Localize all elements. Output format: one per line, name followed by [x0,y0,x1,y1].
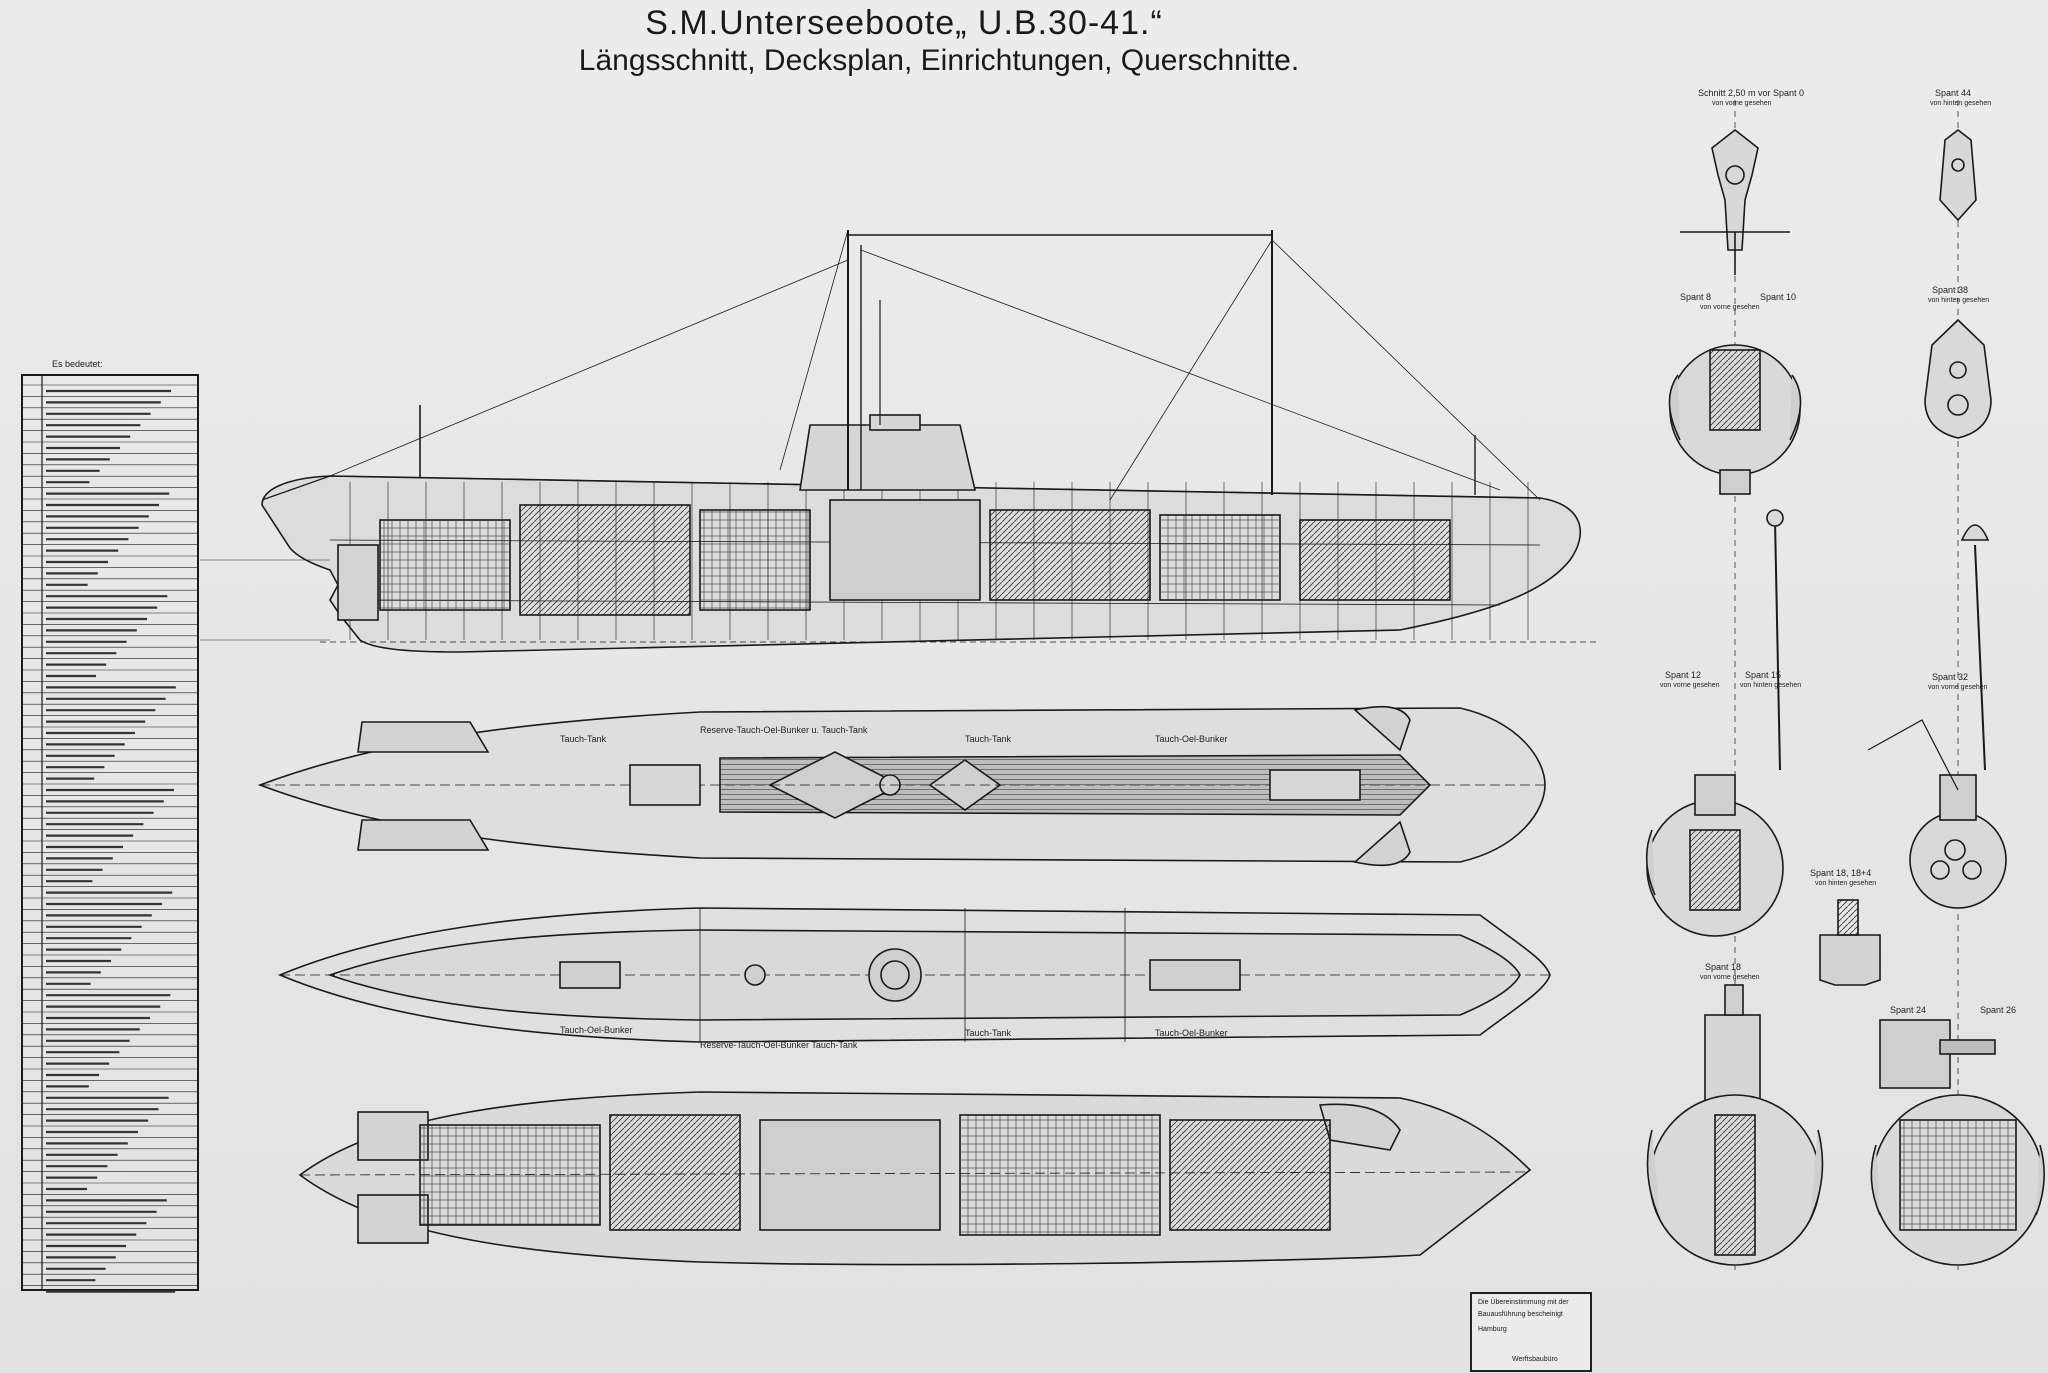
deck-label-top-4: Tauch-Oel-Bunker [1155,734,1228,744]
section-sublabel-bow: von vorne gesehen [1712,100,1772,107]
section-sublabel-spant-32: von vorne gesehen [1928,684,1988,691]
section-sublabel-spant-8: von vorne gesehen [1700,304,1760,311]
section-sublabel-spant-38: von hinten gesehen [1928,297,1990,304]
section-sublabel-spant-18-18x: von hinten gesehen [1815,880,1877,887]
longitudinal-section [200,229,1600,653]
section-label-spant-32: Spant 32 [1932,672,1969,682]
legend-heading: Es bedeutet: [52,359,103,369]
deck-label-bottom-3: Tauch-Tank [965,1028,1012,1038]
section-label-spant-8: Spant 8 [1680,292,1712,302]
deck-label-top-1: Tauch-Tank [560,734,607,744]
cross-sections [1645,100,2045,1270]
drawing-subtitle: Längsschnitt, Decksplan, Einrichtungen, … [578,44,1300,77]
deck-label-top-3: Tauch-Tank [965,734,1012,744]
section-sublabel-spant-15: von hinten gesehen [1740,682,1802,689]
deck-label-bottom-2: Reserve-Tauch-Oel-Bunker Tauch-Tank [700,1040,858,1050]
stamp-line-2: Bauausführung bescheinigt [1478,1311,1563,1318]
section-label-spant-44: Spant 44 [1935,88,1972,98]
deck-plan [257,705,1546,867]
section-label-spant-26: Spant 26 [1980,1005,2017,1015]
section-label-spant-24: Spant 24 [1890,1005,1927,1015]
tank-plan [277,907,1551,1043]
section-label-spant-18: Spant 18 [1705,962,1742,972]
legend-table [21,374,199,1293]
section-label-spant-12: Spant 12 [1665,670,1702,680]
section-sublabel-spant-18: von vorne gesehen [1700,974,1760,981]
section-label-spant-10: Spant 10 [1760,292,1797,302]
approval-stamp: Die Übereinstimmung mit der Bauausführun… [1470,1292,1592,1372]
stamp-line-4: Werftsbaubüro [1512,1356,1558,1363]
section-label-spant-18-18x: Spant 18, 18+4 [1810,868,1872,878]
deck-label-bottom-1: Tauch-Oel-Bunker [560,1025,633,1035]
deck-label-top-2: Reserve-Tauch-Oel-Bunker u. Tauch-Tank [700,725,868,735]
drawing-title: S.M.Unterseeboote„ U.B.30-41.“ [645,4,1163,42]
stamp-line-3: Hamburg [1478,1326,1507,1333]
stamp-line-1: Die Übereinstimmung mit der [1478,1299,1569,1306]
section-sublabel-spant-44: von hinten gesehen [1930,100,1992,107]
section-label-spant-15: Spant 15 [1745,670,1782,680]
section-sublabel-spant-12: von vorne gesehen [1660,682,1720,689]
section-label-spant-38: Spant 38 [1932,285,1969,295]
deck-label-bottom-4: Tauch-Oel-Bunker [1155,1028,1228,1038]
interior-plan [298,1091,1532,1266]
section-label-bow: Schnitt 2,50 m vor Spant 0 [1698,88,1805,98]
